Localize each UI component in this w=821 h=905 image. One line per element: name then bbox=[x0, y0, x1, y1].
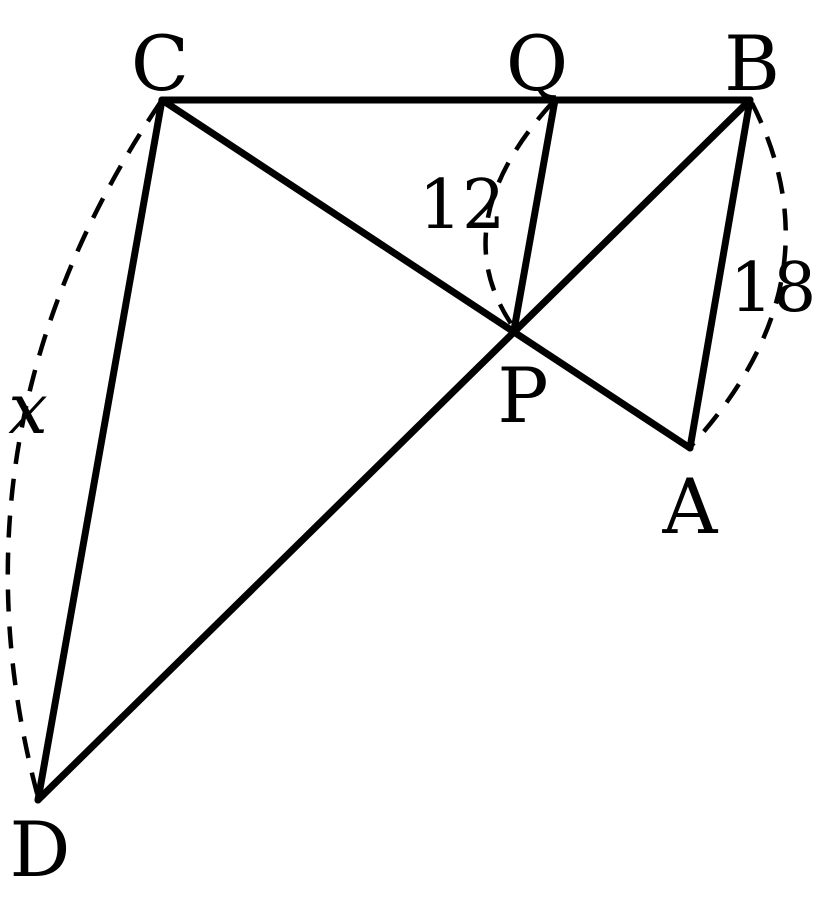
segment-CA bbox=[158, 96, 694, 452]
segment-BA bbox=[686, 96, 754, 452]
measure-arc-CD bbox=[5, 101, 162, 798]
point-label-D: D bbox=[10, 805, 71, 894]
length-label-BA: 18 bbox=[730, 249, 817, 328]
point-label-C: C bbox=[131, 19, 189, 108]
segment-QP bbox=[510, 96, 559, 334]
variable-label-CD: x bbox=[8, 368, 47, 450]
point-label-Q: Q bbox=[506, 19, 568, 108]
point-label-B: B bbox=[724, 19, 780, 108]
segment-CD bbox=[34, 96, 166, 804]
point-label-A: A bbox=[662, 462, 719, 551]
length-label-QP: 12 bbox=[419, 166, 506, 245]
measure-arc-BA bbox=[690, 101, 788, 447]
point-label-P: P bbox=[497, 351, 548, 440]
measure-arc-QP bbox=[483, 101, 554, 330]
segment-BD bbox=[34, 96, 754, 804]
